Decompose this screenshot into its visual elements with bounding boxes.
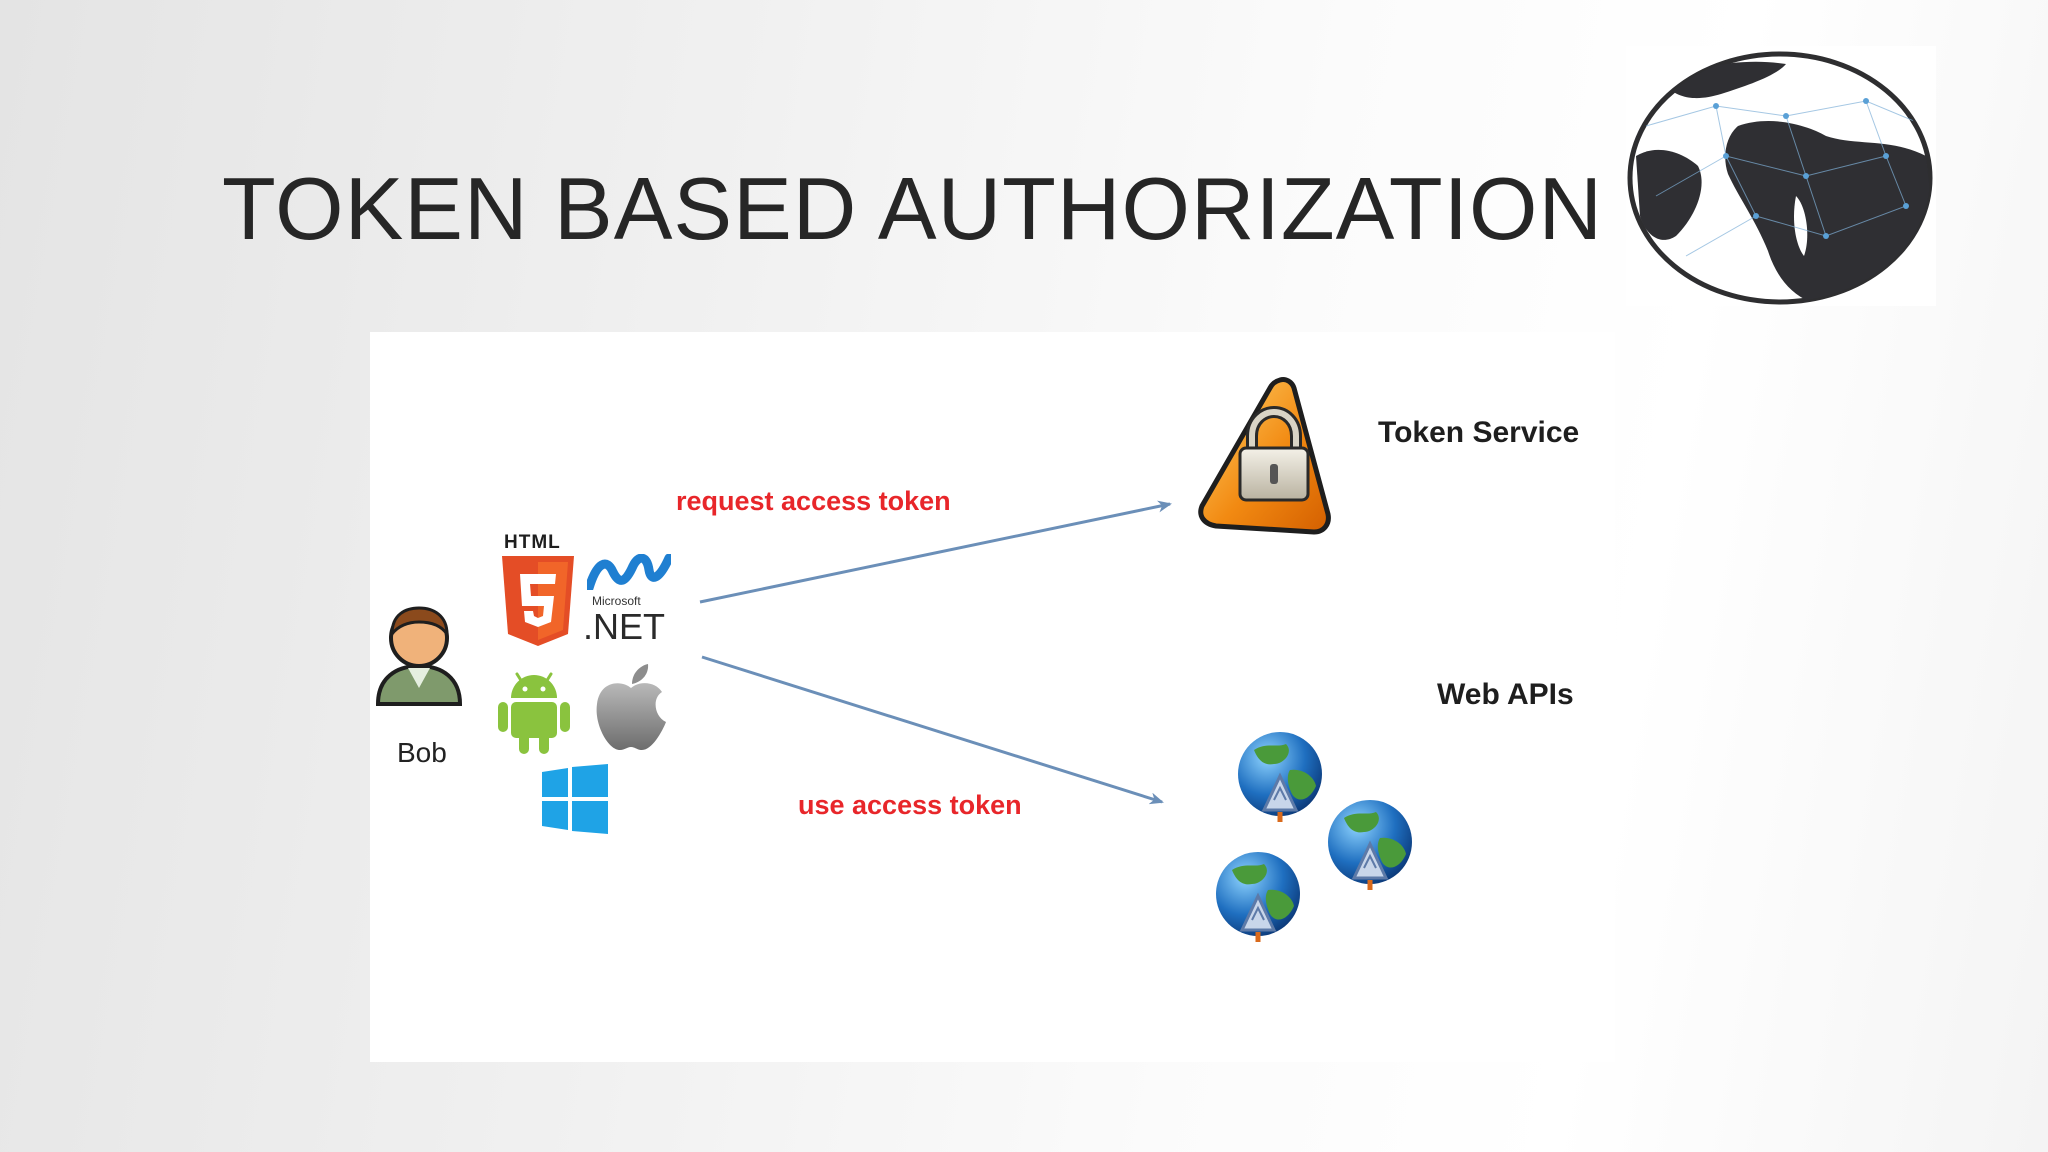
world-globe-network-icon <box>1627 51 1933 305</box>
authorization-diagram: Bob HTML Microsoft .NET <box>370 332 1615 1062</box>
dotnet-microsoft-label: Microsoft <box>592 594 641 608</box>
globe-image <box>1626 46 1936 306</box>
use-token-arrow <box>701 655 1164 805</box>
android-logo-icon <box>498 672 570 754</box>
user-avatar-icon <box>375 606 463 706</box>
request-token-arrow <box>699 500 1172 604</box>
html5-logo-icon <box>502 556 574 646</box>
padlock-warning-icon <box>1198 377 1331 535</box>
token-service-label: Token Service <box>1378 416 1580 449</box>
globe-api-icon <box>1328 800 1412 890</box>
web-apis-label: Web APIs <box>1437 678 1574 711</box>
slide-title: TOKEN BASED AUTHORIZATION <box>222 159 1604 258</box>
use-token-label: use access token <box>798 790 1022 820</box>
dotnet-logo-icon <box>587 554 671 590</box>
apple-logo-icon <box>596 664 666 750</box>
user-name-label: Bob <box>397 737 447 768</box>
html5-label: HTML <box>504 532 561 553</box>
windows-logo-icon <box>542 764 608 834</box>
globe-api-icon <box>1238 732 1322 822</box>
request-token-label: request access token <box>676 486 951 516</box>
dotnet-label: .NET <box>583 606 666 647</box>
globe-api-icon <box>1216 852 1300 942</box>
